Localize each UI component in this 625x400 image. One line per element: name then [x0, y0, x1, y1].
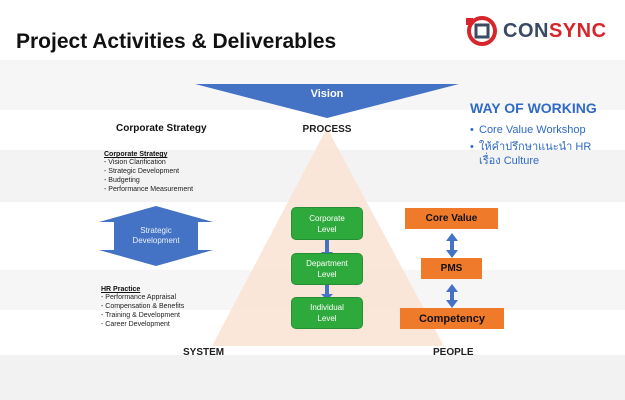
logo-part-1: CON [503, 20, 549, 42]
system-label: SYSTEM [183, 347, 225, 358]
hr-item: - Performance Appraisal [101, 294, 177, 301]
core-value-box: Core Value [405, 208, 498, 229]
corporate-block-title: Corporate Strategy [104, 151, 168, 158]
corporate-item: - Vision Clarification [104, 159, 166, 166]
level-line: Level [317, 224, 337, 234]
page-title: Project Activities & Deliverables [16, 30, 337, 53]
bullet: • [470, 141, 474, 153]
level-line: Department [306, 259, 348, 268]
level-line: Level [317, 270, 337, 279]
list-item: • Core Value Workshop [470, 123, 620, 137]
item-line: เรื่อง Culture [479, 155, 540, 167]
bullet: • [470, 124, 474, 136]
corporate-item: - Performance Measurement [104, 186, 194, 193]
consync-logo-icon [466, 16, 497, 46]
double-arrow-1 [446, 233, 458, 258]
corporate-level-box: Corporate Level [291, 207, 363, 240]
way-of-working-title: WAY OF WORKING [470, 100, 597, 116]
hr-practice-block: HR Practice - Performance Appraisal - Co… [101, 286, 184, 329]
strategic-development-arrow [99, 206, 213, 266]
level-line: Level [317, 314, 337, 323]
hr-item: - Compensation & Benefits [101, 303, 185, 310]
hr-item: - Career Development [101, 321, 170, 328]
level-line: Individual [310, 303, 344, 312]
vision-triangle [195, 84, 459, 118]
process-label: PROCESS [302, 124, 352, 135]
item-line: ให้คำปรึกษาแนะนำ HR [479, 141, 592, 153]
list-item: • ให้คำปรึกษาแนะนำ HR เรื่อง Culture [470, 140, 620, 168]
double-arrow-2 [446, 284, 458, 308]
people-label: PEOPLE [433, 347, 474, 358]
hr-item: - Training & Development [101, 312, 180, 319]
company-logo-text: CONSYNC [503, 20, 607, 43]
way-of-working-list: • Core Value Workshop • ให้คำปรึกษาแนะนำ… [470, 123, 620, 168]
hr-block-title: HR Practice [101, 286, 141, 293]
vision-label: Vision [310, 88, 344, 100]
pms-box: PMS [421, 258, 482, 279]
level-line: Corporate [309, 213, 345, 223]
logo-part-2: SYNC [548, 20, 607, 42]
strategic-development-label: Strategic Development [132, 226, 180, 245]
corporate-strategy-heading: Corporate Strategy [116, 123, 207, 134]
item-line: Core Value Workshop [479, 124, 586, 136]
competency-box: Competency [400, 308, 504, 329]
corporate-item: - Strategic Development [104, 168, 180, 175]
corporate-item: - Budgeting [104, 177, 140, 184]
department-level-box: Department Level [291, 253, 363, 285]
corporate-strategy-block: Corporate Strategy - Vision Clarificatio… [104, 151, 193, 194]
individual-level-box: Individual Level [291, 297, 363, 329]
